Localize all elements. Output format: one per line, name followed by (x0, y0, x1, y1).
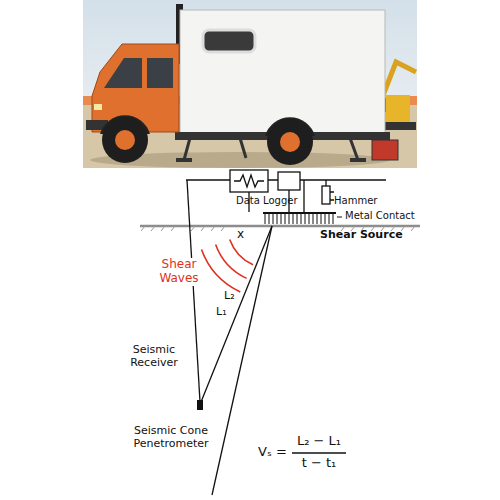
windshield (104, 58, 142, 88)
outrigger-foot (176, 158, 192, 162)
hammer-bracket (330, 192, 334, 200)
part-label: Seismic Cone Penetrometer (128, 425, 214, 450)
wave-arc (230, 239, 253, 264)
rear-wheel (267, 119, 313, 165)
shear-wave-arcs (202, 239, 254, 292)
outrigger-foot (350, 158, 366, 162)
hammer-wire (325, 180, 326, 186)
part-label: Metal Contact (345, 210, 415, 222)
part-label: Hammer (334, 195, 377, 207)
truck-photo (83, 0, 417, 168)
path-length-label: L₁ (216, 306, 227, 319)
ray-path (201, 226, 272, 402)
hammer-symbol (322, 186, 330, 204)
formula-denominator: t − t₁ (289, 456, 349, 471)
ground-surface (140, 225, 420, 228)
wave-arc (202, 250, 241, 292)
generator (372, 140, 398, 160)
headlight (94, 104, 102, 110)
receiver-cable (187, 180, 200, 402)
logger-box (230, 170, 268, 192)
part-label: Data Logger (236, 195, 298, 207)
front-wheel (102, 117, 148, 163)
resistor-symbol (234, 175, 264, 187)
front-hub (115, 130, 135, 150)
outriggers (184, 138, 358, 160)
side-window (147, 58, 173, 88)
part-label: Seismic Receiver (118, 344, 190, 369)
distance-label: x (237, 228, 244, 242)
path-length-label: L₂ (224, 290, 235, 303)
wave-arc (216, 245, 247, 279)
cabin-window (203, 30, 255, 52)
formula-term: Vₛ = (258, 445, 287, 460)
wave-label: Shear Waves (155, 258, 203, 286)
cabin-box (180, 10, 385, 134)
amplifier-box (278, 172, 300, 190)
part-label: Shear Source (320, 229, 403, 242)
formula-numerator: L₂ − L₁ (289, 434, 349, 449)
leader-line (337, 217, 342, 218)
rear-hub (280, 132, 300, 152)
seismic-receiver (197, 400, 203, 410)
excavator-arm (382, 62, 416, 98)
fraction-bar (292, 452, 346, 453)
metal-contact-comb (265, 213, 333, 224)
